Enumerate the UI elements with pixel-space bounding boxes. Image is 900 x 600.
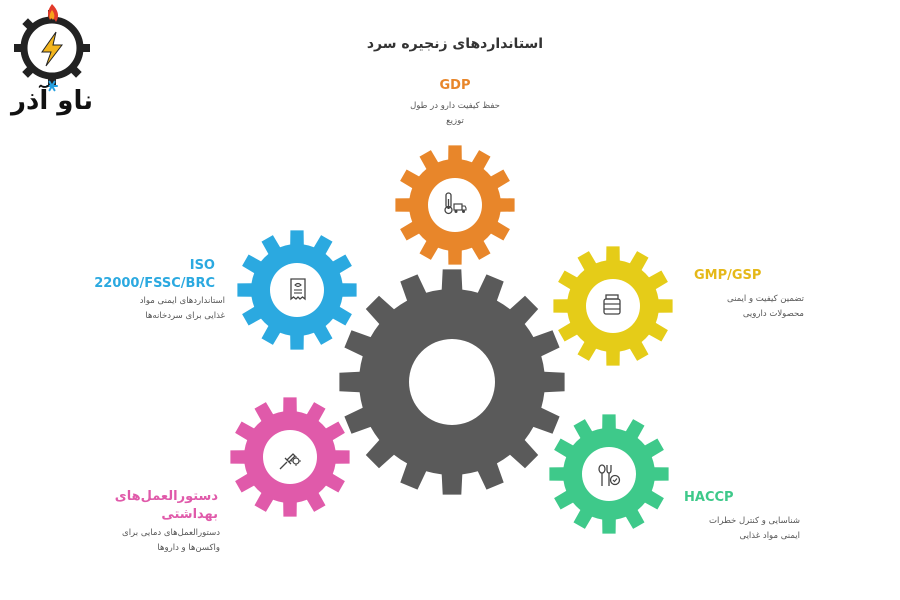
medicine-jar-icon — [603, 294, 621, 315]
gmp-description: تضمین کیفیت و ایمنی محصولات دارویی — [726, 294, 804, 319]
logo-wordmark: ناو آذر — [11, 86, 93, 116]
iso-description: استانداردهای ایمنی مواد غذایی برای سردخا… — [139, 296, 225, 321]
gdp-description: حفظ کیفیت دارو در طول توزیع — [410, 101, 500, 126]
center-gear-hub — [409, 339, 495, 425]
iso-heading: ISO 22000/FSSC/BRC — [94, 258, 215, 291]
haccp-description: شناسایی و کنترل خطرات ایمنی مواد غذایی — [709, 516, 800, 541]
hygiene-description: دستورالعمل‌های دمایی برای واکسن‌ها و دار… — [122, 528, 220, 553]
page-title: استانداردهای زنجیره سرد — [366, 36, 544, 52]
cutlery-check-icon — [598, 464, 621, 486]
gmp-heading: GMP/GSP — [694, 268, 762, 283]
gdp-heading: GDP — [439, 78, 471, 93]
flame-bolt-snowflake-logo-icon — [14, 4, 90, 92]
hygiene-heading: دستورالعمل‌های بهداشتی — [114, 489, 218, 522]
thermometer-truck-icon — [444, 192, 467, 215]
gdp-gear-hub — [428, 178, 482, 232]
receipt-icon — [290, 278, 306, 301]
company-logo: ناو آذر — [8, 2, 96, 127]
dropper-virus-icon — [279, 453, 301, 470]
gmp-gear-hub — [586, 279, 640, 333]
haccp-heading: HACCP — [684, 490, 734, 505]
